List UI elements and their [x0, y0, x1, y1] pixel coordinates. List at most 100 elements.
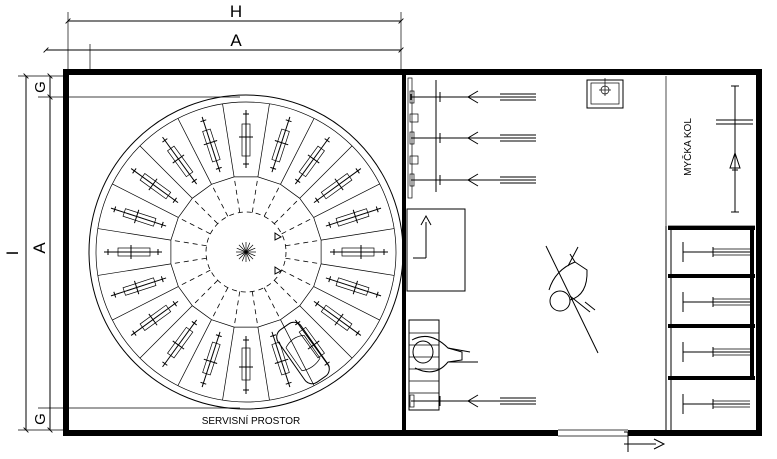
- bike-wheel: [320, 304, 353, 331]
- carousel-hub-spokes: [170, 176, 322, 328]
- bike-wheel: [320, 173, 353, 200]
- hub-center-ray: [245, 251, 251, 262]
- bike-frame: [313, 168, 362, 204]
- bike-wheel: [117, 247, 151, 257]
- bike-carousel: [88, 94, 404, 410]
- bike-frame: [271, 116, 291, 173]
- wall-bike-racks-bottom: [409, 394, 536, 408]
- bike-frame: [110, 277, 167, 297]
- dimension-label-i: I: [3, 251, 22, 256]
- carousel-slot-divider: [313, 286, 380, 321]
- counter-table: [406, 208, 466, 292]
- dimension-lines-left: I A G G: [3, 73, 240, 433]
- hub-center-ray: [238, 244, 247, 253]
- dimension-lines-top: H A: [43, 2, 404, 70]
- bike-wheel: [139, 304, 172, 331]
- hub-spoke: [285, 257, 322, 265]
- entrance-door: [558, 429, 666, 452]
- carousel-slot-divider: [257, 103, 270, 177]
- carousel-bike: [162, 136, 198, 185]
- hub-spoke: [251, 291, 259, 328]
- bike-end: [285, 119, 292, 123]
- bench-with-person: [408, 319, 478, 411]
- bike-end: [328, 221, 332, 228]
- locker-bike: [682, 394, 750, 414]
- bike-frame: [201, 331, 221, 388]
- hub-spoke: [274, 280, 301, 307]
- locker-bike: [682, 242, 750, 262]
- bike-wheel: [122, 277, 157, 296]
- bike-end: [324, 138, 330, 143]
- locker-bike: [682, 292, 750, 312]
- carousel-rotation-arrows: [274, 232, 282, 275]
- sink: [586, 78, 624, 109]
- carousel-slot-divider: [97, 263, 171, 276]
- bike-end: [160, 276, 164, 283]
- carousel-slot-divider: [313, 183, 380, 218]
- bike-end: [295, 178, 301, 183]
- carousel-bike: [270, 331, 292, 388]
- bike-wheel: [167, 326, 194, 359]
- bike-frame: [201, 116, 221, 173]
- carousel-bike: [130, 168, 179, 204]
- bike-handlebar: [307, 340, 320, 350]
- bike-wheel: [341, 247, 375, 257]
- hub-center-ray: [245, 244, 254, 253]
- hub-center-ray: [245, 242, 251, 253]
- bike-wheel: [167, 145, 194, 178]
- carousel-slot-divider: [299, 145, 353, 199]
- hub-center-ray: [245, 251, 254, 260]
- dimension-label-a-top: A: [230, 31, 242, 50]
- bike-end: [215, 334, 222, 338]
- bike-end: [172, 301, 177, 307]
- carousel-slot-divider: [112, 286, 179, 321]
- bike-frame: [325, 277, 382, 297]
- bike-handlebar: [203, 139, 218, 146]
- carousel-bike-slots: [97, 103, 395, 401]
- bike-handlebar: [148, 178, 158, 191]
- carousel-bike: [110, 206, 167, 228]
- carousel-slot-divider: [112, 183, 179, 218]
- bike-end: [270, 166, 277, 170]
- bike-handlebar: [133, 209, 140, 224]
- bike-end: [375, 206, 379, 213]
- hub-center-ray: [245, 247, 256, 253]
- carousel-bike: [130, 300, 179, 336]
- bike-wheel: [335, 208, 370, 227]
- hub-spoke: [191, 280, 218, 307]
- carousel-slot-divider: [222, 327, 235, 401]
- bike-handlebar: [352, 280, 359, 295]
- carousel-slot-divider: [321, 228, 395, 241]
- carousel-bike: [239, 336, 253, 394]
- bike-end: [285, 381, 292, 385]
- bike-wheel: [202, 341, 221, 376]
- carousel-slot-divider: [280, 319, 315, 386]
- carousel-bike: [239, 110, 253, 168]
- bike-frame: [162, 136, 198, 185]
- bike-frame: [325, 207, 382, 227]
- hub-spoke: [263, 184, 281, 217]
- carousel-slot-divider: [139, 145, 193, 199]
- bike-wash-station: MYČKA KOL: [681, 85, 753, 213]
- bike-frame: [130, 168, 179, 204]
- carousel-bike: [200, 116, 222, 173]
- carousel-bike: [294, 136, 330, 185]
- bike-handlebar: [352, 209, 359, 224]
- hub-spoke: [170, 257, 207, 265]
- bike-wheel: [271, 128, 290, 163]
- bike-handlebar: [203, 358, 218, 365]
- bike-handlebar: [274, 358, 289, 365]
- bike-end: [162, 361, 168, 366]
- bike-end: [375, 291, 379, 298]
- service-area-label: SERVISNÍ PROSTOR: [202, 414, 301, 427]
- carousel-slot-divider: [280, 118, 315, 185]
- bike-handlebar: [133, 280, 140, 295]
- carousel-slot-divider: [321, 263, 395, 276]
- hub-center-ray: [238, 251, 247, 260]
- bike-frame: [294, 136, 330, 185]
- hub-spoke: [233, 176, 241, 213]
- bike-end: [132, 330, 137, 336]
- carousel-bike: [313, 300, 362, 336]
- dimension-label-g-bottom: G: [32, 413, 49, 425]
